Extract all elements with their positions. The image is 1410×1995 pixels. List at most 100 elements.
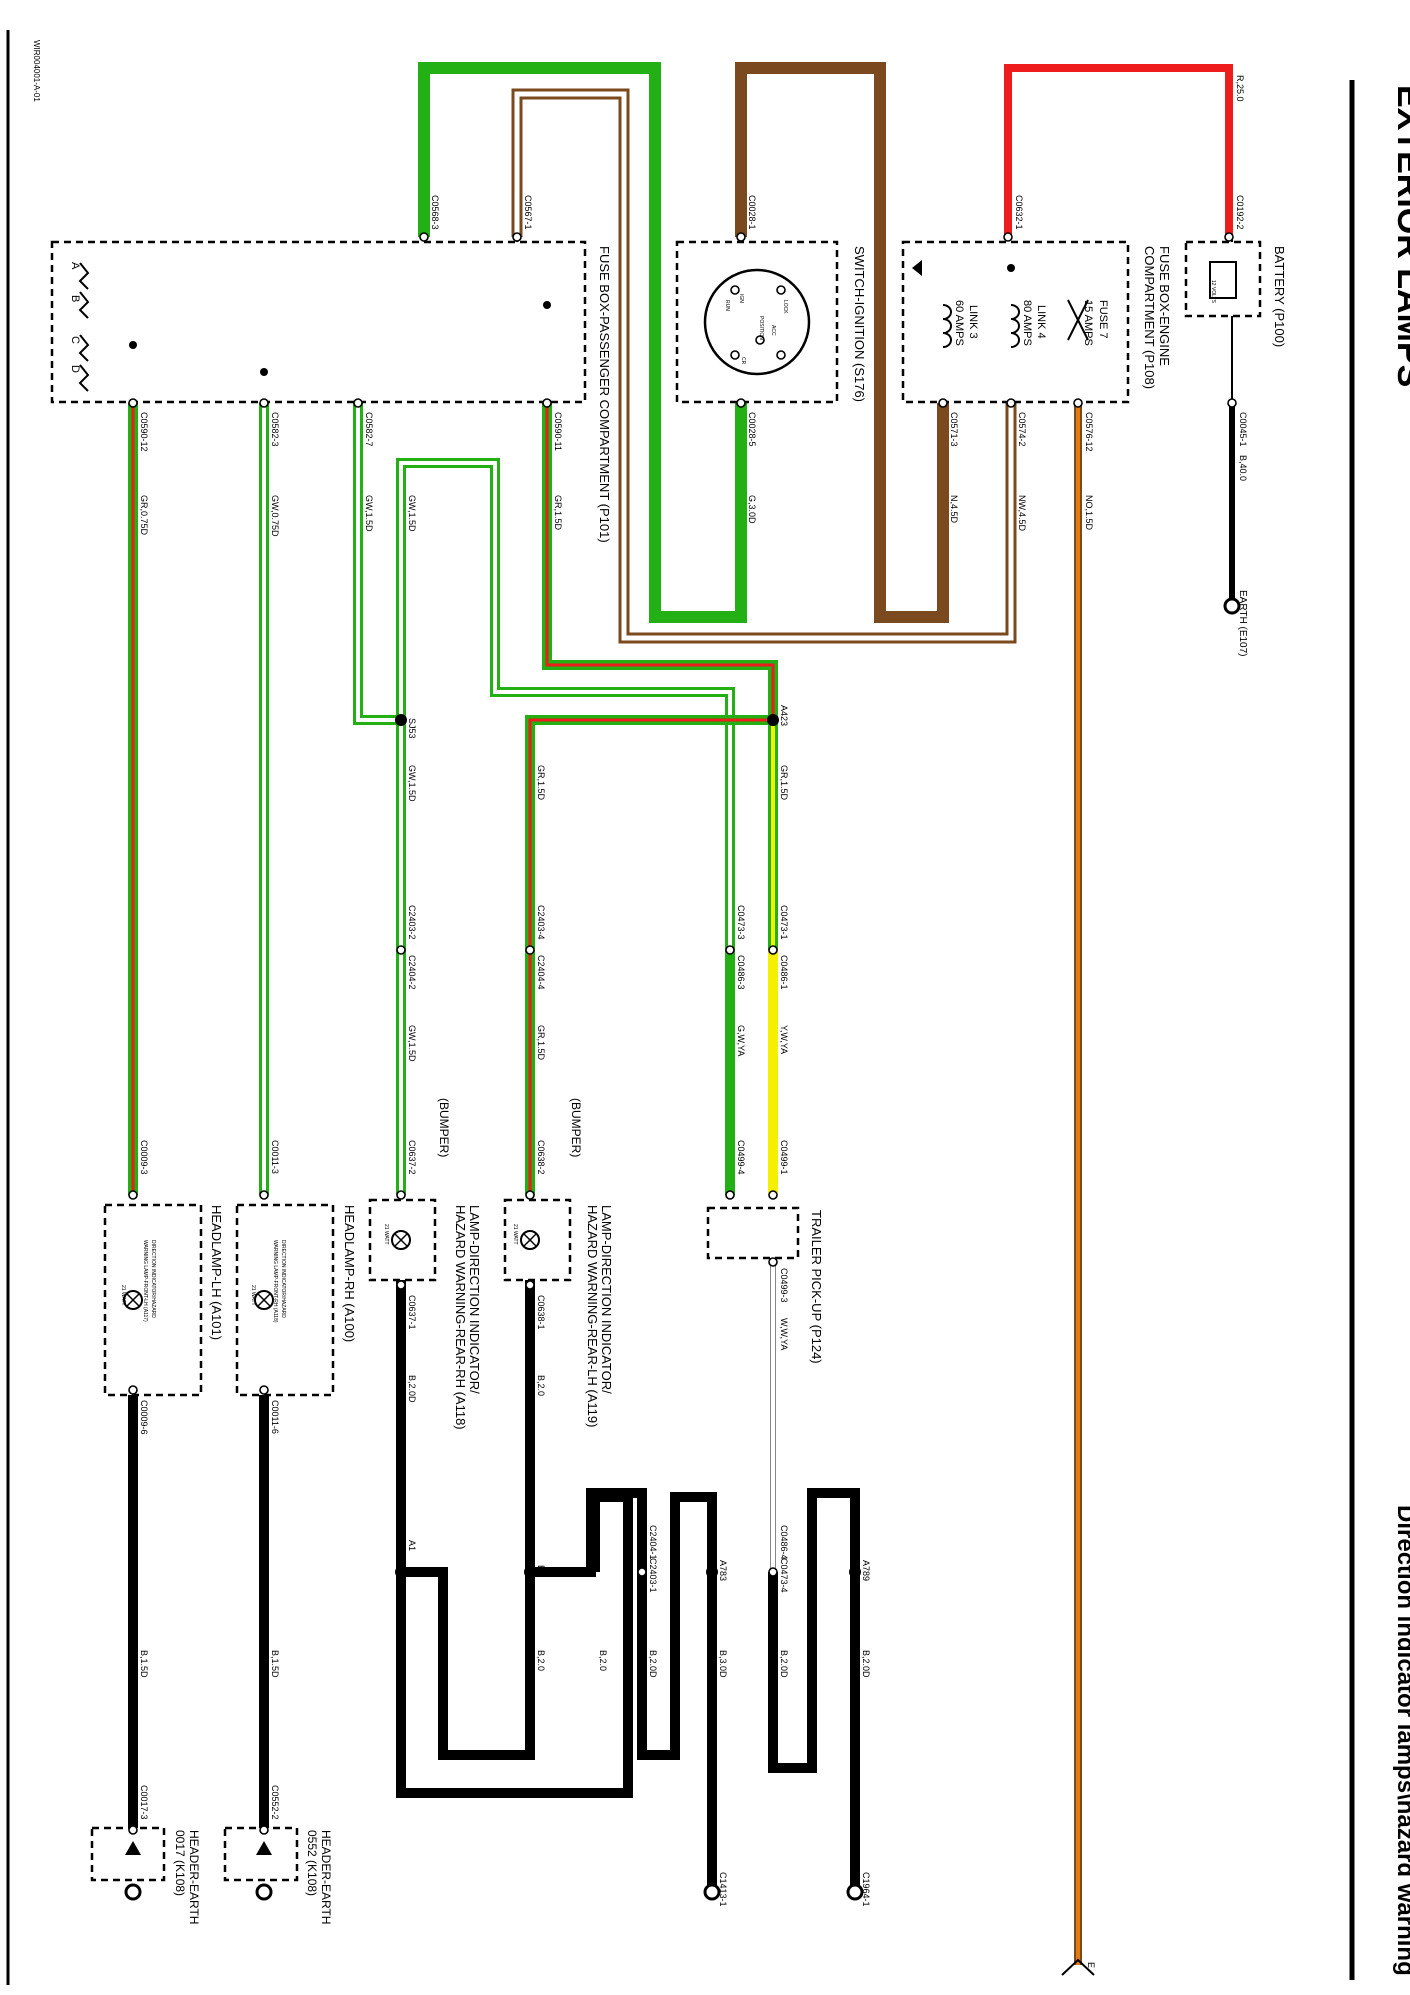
connector-pin	[768, 1190, 778, 1200]
connector-pin	[259, 1190, 269, 1200]
c2404-4: C2404-4	[536, 955, 546, 990]
wire-gw15-upper	[396, 458, 735, 950]
wires-layer	[86, 62, 1235, 1965]
connector-pin	[419, 232, 429, 242]
lamp-lh-label-2: HAZARD WARNING-REAR-LH (A119)	[585, 1205, 600, 1427]
c1413-1: C1413-1	[718, 1872, 728, 1907]
header-earth-rh-2: 0552 (K108)	[305, 1830, 319, 1896]
wire-nw45-loop	[511, 88, 1017, 644]
w-gw15-b: GW,1.5D	[407, 495, 417, 532]
w-b15-b: B,1.5D	[270, 1650, 280, 1678]
components-layer	[6, 30, 1355, 1985]
wire-gr15-b	[525, 715, 773, 1195]
headlamp-lh-box	[103, 1203, 203, 1397]
battery-label: BATTERY (P100)	[1272, 246, 1287, 347]
wire-gw15-a	[353, 403, 401, 725]
fuse7-label-2: 15 AMPS	[1082, 300, 1094, 346]
c0473-3: C0473-3	[736, 905, 746, 940]
connector-pin	[1006, 398, 1016, 408]
c0576-12: C0576-12	[1084, 412, 1094, 452]
c0045-1: C0045-1	[1238, 412, 1248, 447]
headlamp-rh-box	[235, 1203, 335, 1397]
w-gr15-b: GR,1.5D	[536, 765, 546, 801]
connector-pin	[938, 398, 948, 408]
fusible-link-symbol	[1010, 318, 1020, 334]
switch-contact	[730, 285, 740, 295]
wire-b20-lh-lamp	[401, 1265, 535, 1760]
lamp-watts-hrh: 21 WATT	[250, 1285, 256, 1306]
switch-pos-acc: ACC	[770, 325, 776, 336]
w-n45: N,4.5D	[949, 495, 959, 524]
c2403-4: C2403-4	[536, 905, 546, 940]
c0028-1: C0028-1	[747, 195, 757, 230]
w-gw15-c: GW,1.5D	[407, 765, 417, 802]
a1: A1	[407, 1540, 417, 1551]
c2403-2: C2403-2	[407, 905, 417, 940]
w-ywya: Y,W,YA	[779, 1025, 789, 1054]
fuse-box-passenger-label: FUSE BOX-PASSENGER COMPARTMENT (P101)	[597, 246, 612, 543]
c0499-4: C0499-4	[736, 1140, 746, 1175]
earth-ring-e107	[1223, 597, 1241, 615]
c0499-3: C0499-3	[779, 1268, 789, 1303]
connector-pin	[1003, 232, 1013, 242]
fuse-box-passenger	[50, 240, 587, 404]
switch-contact	[730, 350, 740, 360]
fuse-node	[129, 341, 137, 349]
connector-pin	[512, 232, 522, 242]
bulb-filament	[523, 1233, 537, 1247]
connector-pin	[396, 945, 406, 955]
c0011-3: C0011-3	[270, 1140, 280, 1174]
c0571-3: C0571-3	[949, 412, 959, 447]
fuse-symbol	[78, 334, 90, 362]
bulb-filament	[126, 1293, 140, 1307]
earth-ring-c1413	[703, 1883, 721, 1901]
c0499-1: C0499-1	[779, 1140, 789, 1175]
c0486-1: C0486-1	[779, 955, 789, 990]
c0638-1: C0638-1	[536, 1295, 546, 1330]
connector-pin	[736, 398, 746, 408]
fuse-symbol	[78, 364, 90, 392]
bulb-filament	[257, 1293, 271, 1307]
a423: A423	[779, 705, 789, 726]
headlamp-lh-inner-2: WARNING LAMP-FRONT-LH (A117)	[142, 1240, 148, 1322]
c0590-11: C0590-11	[553, 412, 563, 451]
c2403-1: C2403-1	[648, 1558, 658, 1593]
connector-pin	[396, 1280, 406, 1290]
c0473-4: C0473-4	[779, 1558, 789, 1593]
splice-a1	[395, 1566, 407, 1578]
earth-arrow-icon	[256, 1841, 272, 1855]
ignition-switch-dial	[703, 268, 811, 376]
connector-pin	[128, 1825, 138, 1835]
wire-r25	[1004, 64, 1233, 237]
headlamp-rh-inner-1: DIRECTION INDICATOR/HAZARD	[280, 1240, 286, 1318]
battery-cell	[1209, 261, 1237, 299]
w-b20-c: B,2.0	[536, 1650, 546, 1671]
header-earth-rh-1: HEADER-EARTH	[319, 1830, 333, 1924]
fusible-link-symbol	[942, 318, 952, 334]
fuse-symbol	[78, 262, 90, 290]
c1964-1: C1964-1	[861, 1872, 871, 1907]
switch-pos-cr: CR	[740, 357, 746, 365]
fusible-link-symbol	[1010, 304, 1020, 320]
battery-box	[1184, 240, 1262, 318]
switch-contact	[755, 335, 765, 345]
w-b20-e: B,2.0D	[779, 1650, 789, 1678]
splice-a783	[706, 1566, 718, 1578]
c0017-3: C0017-3	[139, 1785, 149, 1820]
bus-arrow	[912, 260, 922, 276]
c0637-1: C0637-1	[407, 1295, 417, 1330]
switch-contact	[776, 285, 786, 295]
e-cont: E	[1086, 1962, 1096, 1968]
connector-pin	[1227, 398, 1237, 408]
b1: B1	[536, 1565, 546, 1576]
fuse-box-engine-label-1: FUSE BOX-ENGINE	[1157, 246, 1172, 366]
fuse-box-engine-label-2: COMPARTMENT (P108)	[1142, 246, 1157, 389]
w-gw15-a: GW,1.5D	[364, 495, 374, 532]
r25: R,25.0	[1235, 75, 1245, 102]
w-b30: B,3.0D	[718, 1650, 728, 1678]
wire-n45-loop	[735, 62, 949, 623]
connector-pin	[396, 1190, 406, 1200]
lamp-rh-label-1: LAMP-DIRECTION INDICATOR/	[467, 1205, 482, 1394]
fuse-symbol	[78, 291, 90, 319]
fuse7-symbol	[1067, 299, 1089, 341]
